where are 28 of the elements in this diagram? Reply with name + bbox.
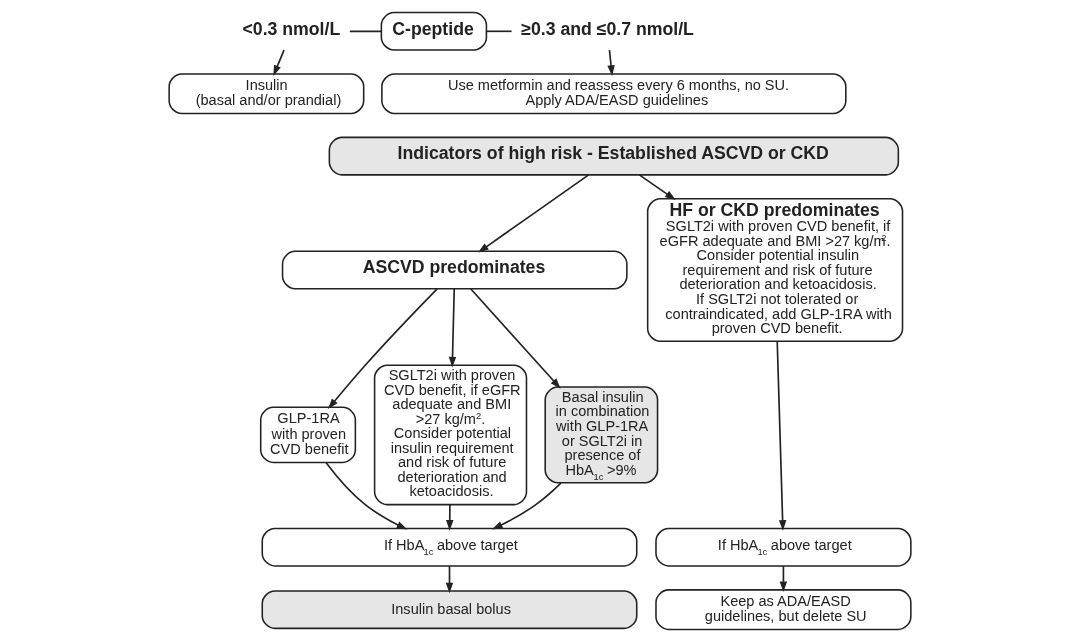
arrow xyxy=(328,287,438,410)
node-box: Indicators of high risk - Established ASCVD or CKD xyxy=(328,136,900,176)
arrow xyxy=(607,49,615,77)
arrow xyxy=(638,174,676,200)
node-box: Use metformin and reassess every 6 months, no SU. Apply ADA/EASD guidelines xyxy=(381,73,847,115)
arrow xyxy=(448,288,457,368)
arrow xyxy=(325,461,408,530)
node-box: SGLT2i with proven CVD benefit, if eGFR adequate and BMI >27 kg/m$^{2}$. Consider potential insulin requirement and risk of future deterioration and ketoacidosis. xyxy=(373,364,528,506)
node-box: Keep as ADA/EASD guidelines, but delete SU xyxy=(655,589,912,631)
node-box: C-peptide xyxy=(380,11,488,51)
connector xyxy=(349,30,383,33)
arrow xyxy=(776,340,787,531)
arrow xyxy=(273,49,285,76)
node-box: If HbA$_{1c}$ above target xyxy=(655,527,912,567)
node-box: HF or CKD predominates SGLT2i with proven CVD benefit, if eGFR adequate and BMI >27 kg/m$^{2}$. Consider potential insulin requirement and risk of future deterioration and ketoacidosis. If SGLT2i not tolerated or contraindicated, add GLP-1RA with proven CVD benefit. xyxy=(646,198,904,343)
node-box: If HbA$_{1c}$ above target xyxy=(261,527,638,567)
node-box: GLP-1RA with proven CVD benefit xyxy=(259,406,357,464)
node-box: Insulin (basal and/or prandial) xyxy=(168,73,365,115)
node-box: Basal insulin in combination with GLP-1RA or SGLT2i in presence of HbA$_{1c}$ >9% xyxy=(544,386,659,484)
node-text: <0.3 nmol/L xyxy=(242,18,341,39)
arrow xyxy=(492,482,562,530)
node-text: ≥0.3 and ≤0.7 nmol/L xyxy=(521,18,694,39)
node-box: ASCVD predominates xyxy=(281,250,628,290)
connector xyxy=(485,30,513,33)
arrow xyxy=(446,504,454,531)
arrow xyxy=(469,288,561,389)
node-box: Insulin basal bolus xyxy=(261,590,638,630)
arrow xyxy=(478,174,590,253)
